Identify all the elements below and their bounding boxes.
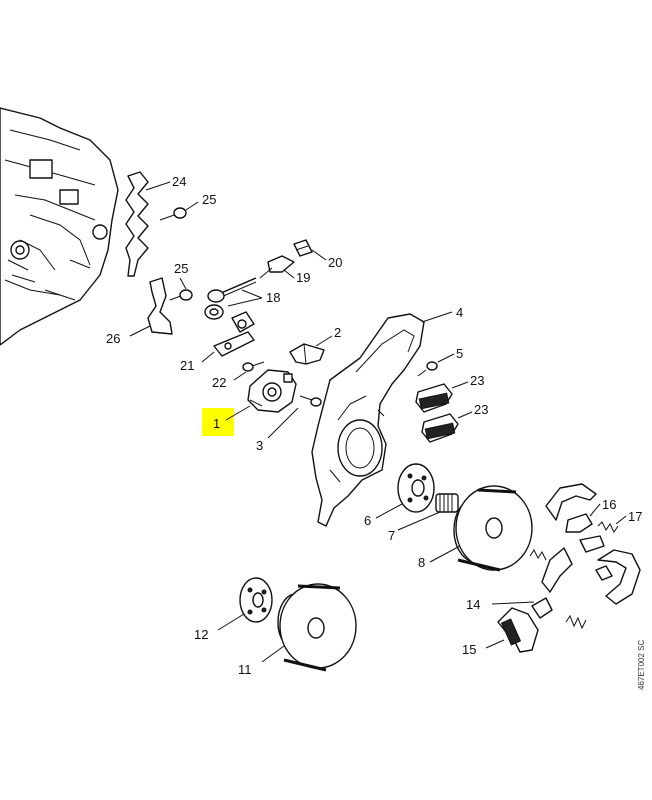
- engine-housing: [0, 107, 119, 346]
- callout-25a: 25: [202, 192, 216, 207]
- leader-18a: [241, 289, 263, 299]
- callout-26: 26: [106, 331, 120, 346]
- leader-21: [201, 351, 215, 363]
- callout-8: 8: [418, 555, 425, 570]
- callout-22: 22: [212, 375, 226, 390]
- callout-23a: 23: [470, 373, 484, 388]
- part-22-screw: [242, 361, 265, 372]
- callout-24: 24: [172, 174, 186, 189]
- part-19-pin: [259, 255, 295, 279]
- part-2-plunger: [289, 343, 325, 365]
- part-20-cap: [293, 239, 313, 257]
- leader-20: [311, 249, 327, 261]
- leader-3: [267, 407, 299, 439]
- part-4-side-cover: [311, 313, 425, 527]
- callout-18: 18: [266, 290, 280, 305]
- callout-6: 6: [364, 513, 371, 528]
- leader-6: [375, 503, 403, 519]
- part-8-clutch-drum: [453, 485, 533, 572]
- callout-1-highlight: [202, 408, 234, 436]
- leader-14: [491, 601, 535, 605]
- leader-24: [145, 181, 171, 191]
- callout-15: 15: [462, 642, 476, 657]
- callout-19: 19: [296, 270, 310, 285]
- leader-12: [217, 613, 245, 631]
- part-3-screw: [299, 395, 322, 407]
- leader-25b: [179, 277, 187, 290]
- part-25-screw-lower: [169, 289, 193, 301]
- callout-3: 3: [256, 438, 263, 453]
- leader-23b: [457, 411, 473, 419]
- callout-4: 4: [456, 305, 463, 320]
- leader-7: [397, 511, 441, 531]
- callout-11: 11: [238, 662, 252, 677]
- part-6-sprocket: [397, 463, 435, 513]
- part-25-screw-upper: [159, 207, 187, 221]
- part-17-spring: [597, 521, 619, 533]
- callout-5: 5: [456, 346, 463, 361]
- callout-16: 16: [602, 497, 616, 512]
- callout-14: 14: [466, 597, 480, 612]
- leader-22: [233, 371, 247, 381]
- callout-17: 17: [628, 509, 642, 524]
- leader-15: [485, 639, 505, 649]
- leader-2: [315, 335, 333, 347]
- leader-16: [589, 503, 601, 517]
- part-5-screw: [417, 361, 438, 377]
- part-26-bracket: [147, 277, 173, 335]
- leader-25a: [185, 201, 199, 211]
- part-1-oil-pump: [247, 369, 297, 413]
- part-spring-lower: [565, 614, 587, 630]
- leader-23a: [451, 381, 469, 389]
- leader-11: [261, 645, 285, 663]
- leader-19: [283, 269, 295, 279]
- leader-8: [429, 545, 461, 563]
- part-23-plate-lower: [421, 413, 459, 443]
- part-14-clutch-carrier: [529, 547, 641, 619]
- callout-25b: 25: [174, 261, 188, 276]
- callout-23b: 23: [474, 402, 488, 417]
- part-24-plate: [125, 171, 149, 277]
- part-18-adjuster: [204, 277, 257, 333]
- part-12-rim-sprocket: [239, 577, 273, 623]
- part-11-clutch-drum: [277, 583, 357, 672]
- callout-1: 1: [213, 416, 220, 431]
- leader-4: [421, 311, 453, 323]
- leader-5: [437, 353, 455, 363]
- part-16-clutch-shoe: [545, 483, 605, 553]
- leader-26: [129, 325, 151, 337]
- leader-1: [225, 405, 251, 421]
- callout-20: 20: [328, 255, 342, 270]
- drawing-code: 467ET002 SC: [637, 640, 646, 690]
- part-21-lever: [213, 331, 255, 357]
- leader-17: [615, 515, 627, 525]
- part-7-needle-cage: [435, 493, 459, 513]
- callout-7: 7: [388, 528, 395, 543]
- callout-2: 2: [334, 325, 341, 340]
- callout-12: 12: [194, 627, 208, 642]
- leader-18b: [227, 297, 263, 307]
- callout-21: 21: [180, 358, 194, 373]
- part-23-plate-upper: [415, 383, 453, 413]
- part-15-clutch-shoe: [497, 607, 539, 653]
